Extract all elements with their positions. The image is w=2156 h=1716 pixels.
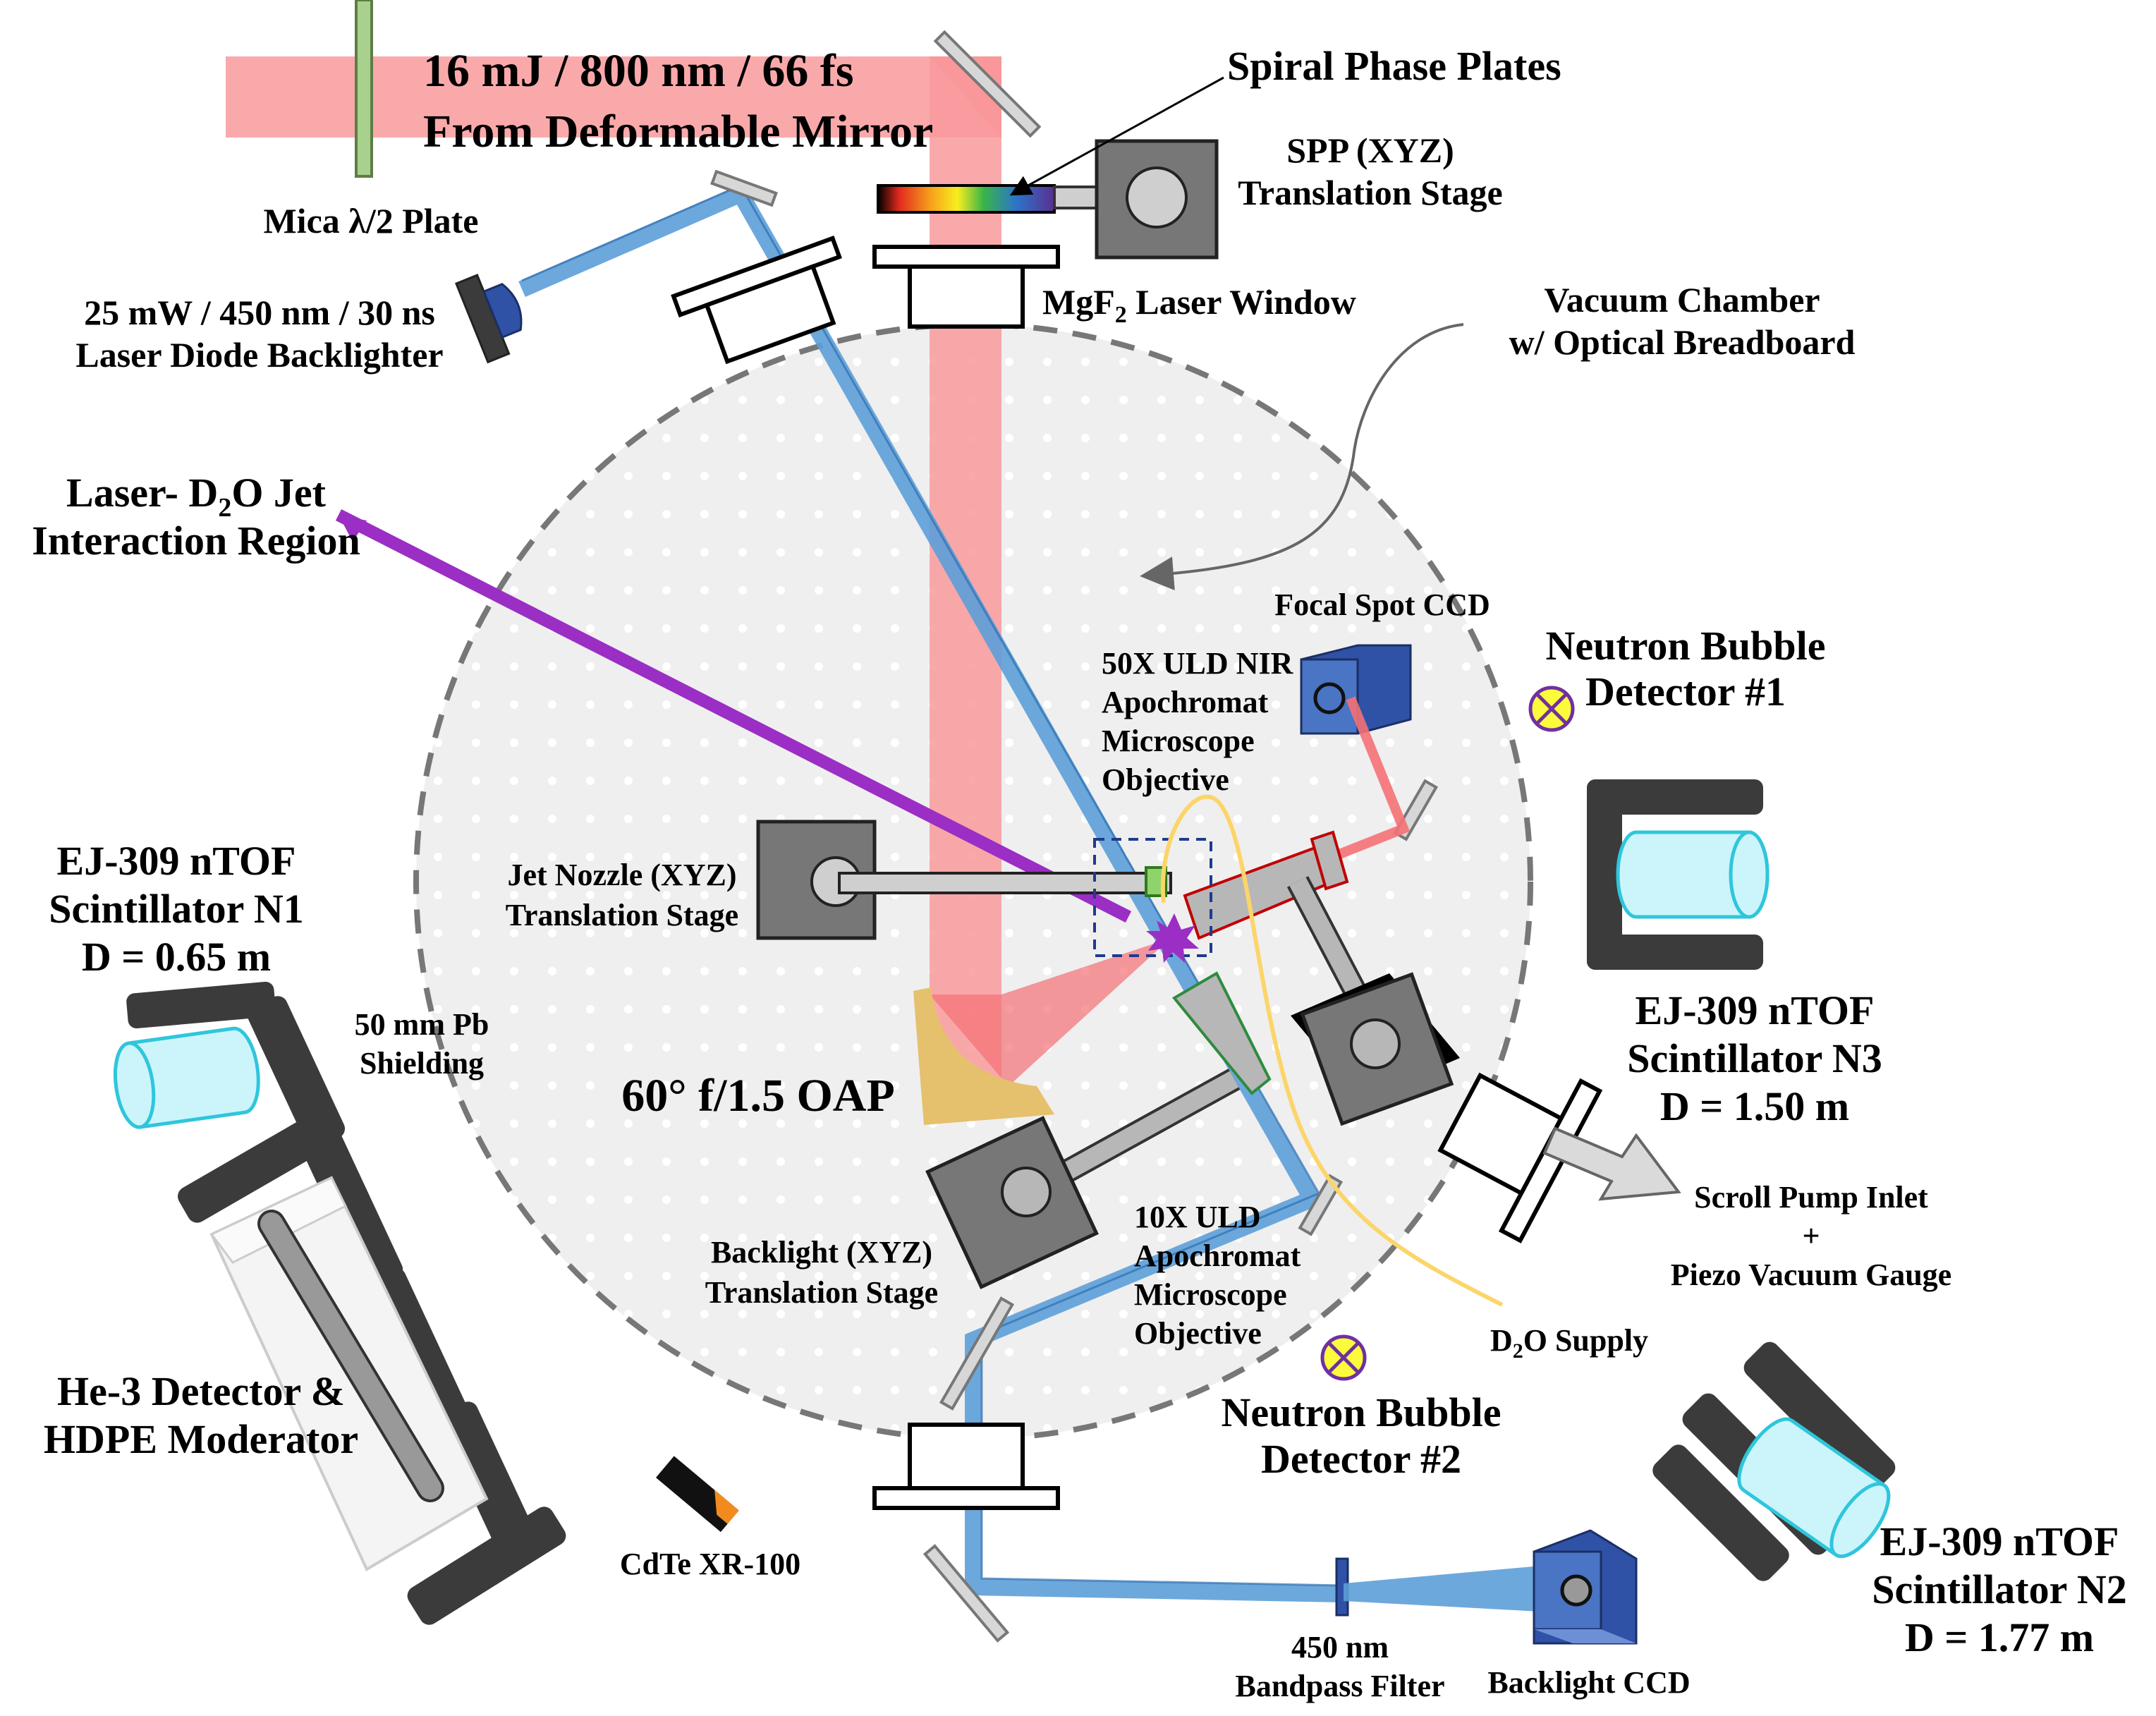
backlight-stage-label-line1: Backlight (XYZ) [711,1235,932,1270]
objective-10x [1171,971,1272,1095]
objective50-label-line1: 50X ULD NIR [1102,646,1294,681]
laser-window-label: MgF2 Laser Window [1042,282,1356,328]
d2o-supply-label: D2O Supply [1490,1323,1648,1363]
laser-diode-backlighter [454,274,523,364]
pump-port-window [1437,1072,1603,1243]
bubble2-label-line2: Detector #2 [1261,1436,1461,1482]
interaction-region-pointer [335,509,1132,923]
pb-shielding-label-line2: Shielding [360,1046,484,1081]
cdte-xr100-detector [656,1456,739,1533]
scintillator-n1 [114,1026,260,1129]
objective10-label-line1: 10X ULD [1134,1200,1261,1234]
n3-label-line1: EJ-309 nTOF [1636,987,1875,1033]
n2-label-line1: EJ-309 nTOF [1880,1519,2119,1564]
focal-spot-ccd [1300,644,1412,735]
spp-translation-stage [1053,139,1219,260]
n3-label-line3: D = 1.50 m [1660,1083,1849,1129]
objective50-label-line4: Objective [1102,762,1229,797]
spp-pointer-line [1009,76,1224,196]
bubble2-label-line1: Neutron Bubble [1222,1389,1502,1435]
jet-stage-label-line2: Translation Stage [506,898,738,932]
backlight-ccd-label: Backlight CCD [1487,1665,1690,1700]
diode-label-line2: Laser Diode Backlighter [75,335,443,375]
he3-detector-moderator [209,1176,489,1571]
backlighter-window [671,236,842,365]
bubble1-label-line2: Detector #1 [1585,669,1786,714]
pump-label-line3: Piezo Vacuum Gauge [1671,1258,1951,1292]
off-axis-parabolic-mirror [913,987,1054,1125]
interaction-label-line2: Interaction Region [32,518,360,564]
cdte-label: CdTe XR-100 [620,1547,800,1581]
n3-label-line2: Scintillator N3 [1627,1035,1882,1081]
spp-stage-label-line1: SPP (XYZ) [1286,130,1454,170]
objective50-label-line2: Apochromat [1102,685,1269,719]
objective-50x-stage [1286,876,1460,1126]
spiral-phase-plates [877,184,1056,214]
objective10-label-line3: Microscope [1134,1277,1287,1312]
backlight-ccd-beam [1344,1566,1541,1612]
objective10-label-line2: Apochromat [1134,1239,1301,1273]
bubble1-label-line1: Neutron Bubble [1546,623,1826,669]
laser-source-label-line2: From Deformable Mirror [423,106,933,157]
n2-label-line2: Scintillator N2 [1872,1566,2126,1612]
n1-label-line2: Scintillator N1 [49,886,303,932]
backlight-ccd [1533,1529,1638,1645]
jet-nozzle-translation-stage [756,820,1172,940]
vacuum-chamber-label-line2: w/ Optical Breadboard [1509,322,1856,362]
scintillator-n3 [1587,779,1770,970]
mirrors [710,30,1439,1643]
plasma-spark [1146,913,1199,963]
pump-label-line2: + [1802,1219,1820,1253]
scintillator-n2 [1652,1341,1896,1581]
spp-stage-label-line2: Translation Stage [1238,173,1503,212]
chamber-pointer-line [1140,323,1464,591]
blue-backlighter-beam [518,183,1344,1602]
objective-50x [1183,830,1349,940]
pump-label-line1: Scroll Pump Inlet [1694,1180,1928,1215]
bandpass-label-line1: 450 nm [1291,1630,1389,1665]
bandpass-label-line2: Bandpass Filter [1235,1669,1444,1703]
objective50-label-line3: Microscope [1102,724,1255,758]
mica-plate-label: Mica λ/2 Plate [263,201,478,241]
laser-source-label-line1: 16 mJ / 800 nm / 66 fs [423,45,854,97]
he3-label-line2: HDPE Moderator [44,1416,358,1462]
laser-window [872,245,1060,329]
jet-stage-label-line1: Jet Nozzle (XYZ) [508,858,737,892]
he3-label-line1: He-3 Detector & [57,1368,345,1414]
scroll-pump-arrow [1542,1126,1681,1201]
oap-label: 60° f/1.5 OAP [621,1070,895,1121]
bubble-detector-2 [1320,1334,1367,1381]
bottom-window [872,1423,1060,1510]
diode-label-line1: 25 mW / 450 nm / 30 ns [84,293,435,332]
spiral-phase-plates-label: Spiral Phase Plates [1227,43,1561,89]
objective10-label-line4: Objective [1134,1316,1262,1351]
focal-ccd-label: Focal Spot CCD [1274,588,1490,622]
n1-label-line1: EJ-309 nTOF [57,838,296,884]
bubble-detector-1 [1528,686,1575,732]
interaction-region-box [1093,838,1212,957]
backlight-stage-label-line2: Translation Stage [705,1275,938,1310]
interaction-label-line1: Laser- D2O Jet [66,470,327,523]
vacuum-chamber-label-line1: Vacuum Chamber [1544,280,1820,320]
mica-half-wave-plate [355,0,373,178]
backlight-translation-stage [925,1069,1241,1289]
n1-label-line3: D = 0.65 m [82,934,271,980]
pb-shielding-label-line1: 50 mm Pb [355,1007,489,1042]
d2o-supply-line [1160,794,1504,1307]
n2-label-line3: D = 1.77 m [1905,1614,2094,1660]
